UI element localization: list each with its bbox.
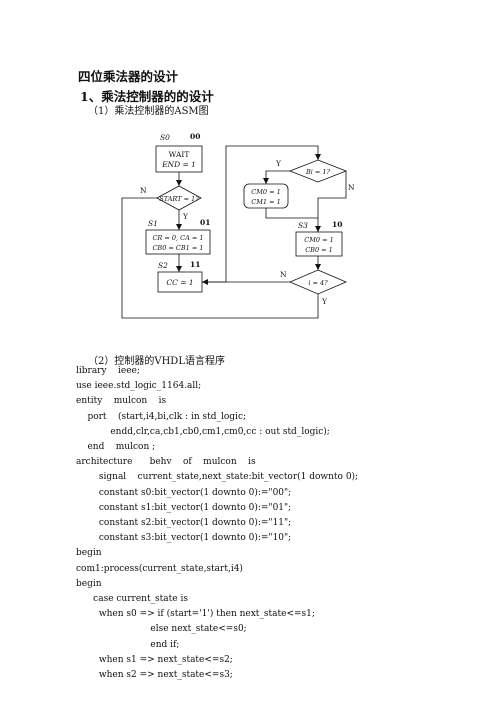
code-line: constant s1:bit_vector(1 downto 0):="01"… <box>76 502 292 513</box>
s1-line1: CR = 0, CA = 1 <box>152 234 203 242</box>
start-condition: START = 1? <box>159 195 199 203</box>
s2-label: S2 <box>158 261 168 270</box>
code-line: com1:process(current_state,start,i4) <box>76 563 243 574</box>
s2-code: 11 <box>190 260 200 269</box>
code-line: case current_state is <box>76 594 188 604</box>
code-line: when s0 => if (start='1') then next_stat… <box>76 609 315 620</box>
wait-text: WAIT <box>169 150 190 159</box>
start-no-label: N <box>140 186 147 195</box>
s1-label: S1 <box>148 219 158 228</box>
asm-diagram: S0 00 WAIT END = 1 START = 1? N Y S1 01 … <box>121 132 355 319</box>
s1-state-box <box>145 229 211 255</box>
end-text: END = 1 <box>161 160 196 169</box>
bi-yes-label: Y <box>275 159 282 168</box>
code-line: signal current_state,next_state:bit_vect… <box>76 472 359 483</box>
cm-line1: CM0 = 1 <box>251 188 280 196</box>
cc-text: CC = 1 <box>166 278 193 287</box>
code-line: when s2 => next_state<=s3; <box>76 670 233 680</box>
bi-decision <box>288 159 348 183</box>
bi-condition: Bi = 1? <box>305 168 331 176</box>
asm-subheading: （1）乘法控制器的ASM图 <box>88 106 209 117</box>
code-line: begin <box>76 578 102 589</box>
bi-no-label: N <box>348 183 355 192</box>
i-no-label: N <box>280 270 287 279</box>
code-line: library ieee; <box>76 366 140 376</box>
code-line: begin <box>76 548 102 559</box>
section-heading: 1、乘法控制器的的设计 <box>80 89 214 104</box>
code-line: end if; <box>76 639 180 650</box>
vhdl-subheading: （2）控制器的VHDL语言程序 <box>88 356 225 367</box>
s3-code: 10 <box>332 220 342 229</box>
s3-line2: CB0 = 1 <box>305 246 333 254</box>
i-condition: i = 4? <box>308 279 328 287</box>
code-line: entity mulcon is <box>76 396 167 407</box>
start-yes-label: Y <box>182 212 189 221</box>
s3-line1: CM0 = 1 <box>304 236 333 244</box>
s0-label: S0 <box>160 133 170 142</box>
s3-state-box <box>295 231 343 257</box>
i-yes-label: Y <box>321 297 328 306</box>
s0-code: 00 <box>190 132 200 141</box>
wait-state-box <box>155 145 203 173</box>
code-line: else next_state<=s0; <box>76 624 247 635</box>
code-line: constant s3:bit_vector(1 downto 0):="10"… <box>76 533 292 544</box>
code-line: architecture behv of mulcon is <box>76 457 256 468</box>
code-line: endd,clr,ca,cb1,cb0,cm1,cm0,cc : out std… <box>76 426 330 437</box>
s1-line2: CB0 = CB1 = 1 <box>152 244 203 252</box>
code-line: constant s0:bit_vector(1 downto 0):="00"… <box>76 487 292 498</box>
s3-label: S3 <box>298 221 308 230</box>
code-line: port (start,i4,bi,clk : in std_logic; <box>76 411 247 422</box>
document-title: 四位乘法器的设计 <box>78 69 179 84</box>
code-line: constant s2:bit_vector(1 downto 0):="11"… <box>76 518 292 528</box>
s1-code: 01 <box>200 218 210 227</box>
code-line: end mulcon ; <box>76 442 156 452</box>
code-line: when s1 => next_state<=s2; <box>76 654 233 665</box>
cm-line2: CM1 = 1 <box>251 198 280 206</box>
code-line: use ieee.std_logic_1164.all; <box>76 381 202 392</box>
